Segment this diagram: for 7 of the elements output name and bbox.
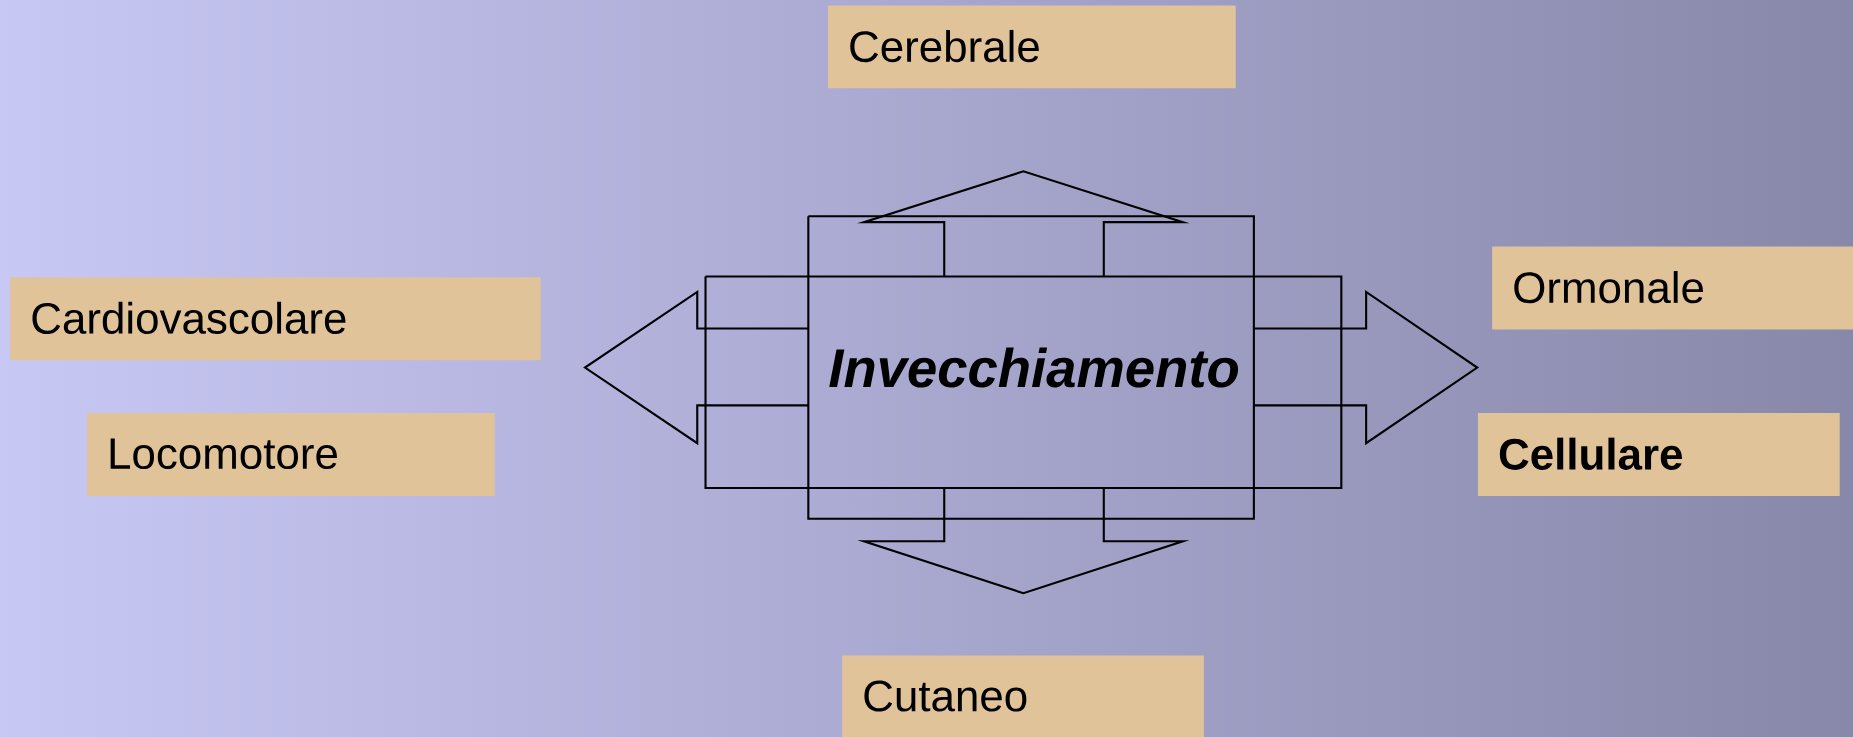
category-box: Locomotore [86, 412, 495, 496]
category-box: Cellulare [1477, 412, 1840, 496]
category-box: Cutaneo [842, 655, 1204, 737]
category-box: Ormonale [1492, 246, 1853, 330]
category-box: Cardiovascolare [10, 277, 541, 360]
category-box: Cerebrale [827, 5, 1236, 89]
center-label: Invecchiamento [829, 347, 1239, 388]
